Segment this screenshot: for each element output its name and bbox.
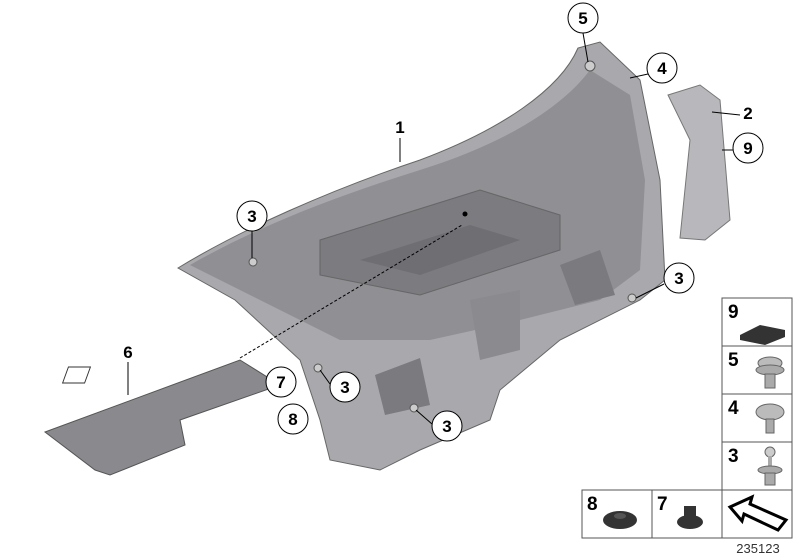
diagram-number: 235123 xyxy=(736,541,779,556)
svg-text:2: 2 xyxy=(743,104,752,123)
callout-3: 3 xyxy=(329,371,361,403)
callout-2: 2 xyxy=(743,104,752,123)
pad-icon xyxy=(740,325,785,345)
svg-text:9: 9 xyxy=(743,139,752,158)
svg-text:4: 4 xyxy=(728,398,739,419)
callout-7: 7 xyxy=(265,366,297,398)
svg-text:7: 7 xyxy=(276,373,285,392)
svg-text:8: 8 xyxy=(587,494,598,515)
svg-text:5: 5 xyxy=(578,9,587,28)
direction-arrow-icon xyxy=(727,494,789,532)
trunk-lid-trim-panel xyxy=(177,41,666,471)
svg-text:8: 8 xyxy=(288,410,297,429)
legend-item-7: 7 xyxy=(657,494,703,529)
svg-text:6: 6 xyxy=(123,343,132,362)
callout-3: 3 xyxy=(431,410,463,442)
svg-text:3: 3 xyxy=(442,417,451,436)
rivet-icon xyxy=(755,403,785,434)
side-trim-strip xyxy=(667,84,731,241)
callout-4: 4 xyxy=(646,52,678,84)
callout-6: 6 xyxy=(123,343,132,362)
legend-item-3: 3 xyxy=(728,446,783,486)
small-grommet-icon xyxy=(677,506,703,529)
expanding-rivet-icon xyxy=(755,356,785,389)
legend-item-4: 4 xyxy=(728,398,785,434)
parts-legend xyxy=(581,297,793,539)
grommet-icon xyxy=(603,511,637,529)
part-6-cover xyxy=(43,359,282,476)
svg-text:3: 3 xyxy=(340,378,349,397)
legend-item-8: 8 xyxy=(587,494,637,529)
callout-9: 9 xyxy=(732,132,764,164)
svg-text:5: 5 xyxy=(728,350,739,371)
callout-3: 3 xyxy=(236,200,268,232)
callout-3: 3 xyxy=(663,262,695,294)
legend-item-9: 9 xyxy=(728,302,785,345)
push-rivet-icon xyxy=(757,446,783,486)
svg-text:7: 7 xyxy=(657,494,668,515)
svg-text:1: 1 xyxy=(395,118,404,137)
legend-item-5: 5 xyxy=(728,350,785,389)
svg-text:3: 3 xyxy=(247,207,256,226)
callout-5: 5 xyxy=(567,2,599,34)
callout-8: 8 xyxy=(277,403,309,435)
svg-text:3: 3 xyxy=(728,446,739,467)
svg-text:9: 9 xyxy=(728,302,739,323)
svg-text:4: 4 xyxy=(657,59,667,78)
svg-text:3: 3 xyxy=(674,269,683,288)
callout-1: 1 xyxy=(395,118,404,137)
